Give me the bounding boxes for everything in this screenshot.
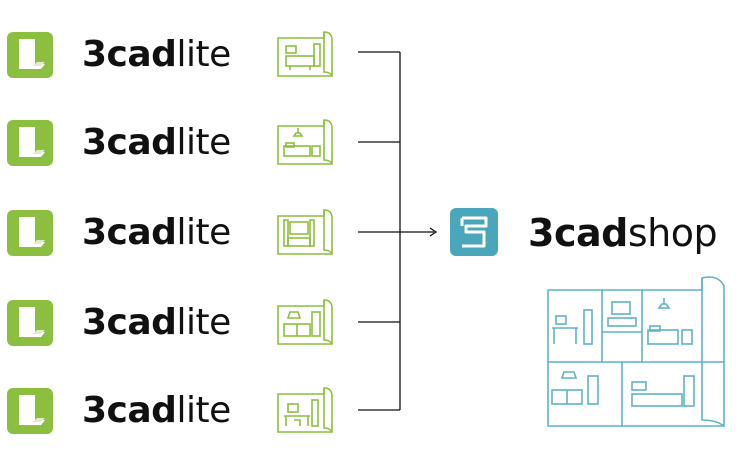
3cad-lite-app-icon <box>7 388 53 434</box>
3cad-lite-app-icon <box>7 32 53 78</box>
floor-plan-icon <box>277 299 333 345</box>
source-row: 3cadlite <box>0 298 340 354</box>
floor-plan-icon <box>277 209 333 255</box>
floor-plan-icon <box>277 119 333 165</box>
3cad-lite-logo: 3cadlite <box>82 34 231 75</box>
3cad-shop-logo: 3cadshop <box>528 211 718 255</box>
arrow-right-icon <box>429 227 438 237</box>
3cad-lite-app-icon <box>7 300 53 346</box>
3cad-lite-logo: 3cadlite <box>82 390 231 431</box>
source-row: 3cadlite <box>0 30 340 86</box>
3cad-lite-app-icon <box>7 120 53 166</box>
3cad-lite-logo: 3cadlite <box>82 212 231 253</box>
source-row: 3cadlite <box>0 118 340 174</box>
3cad-lite-logo: 3cadlite <box>82 122 231 163</box>
3cad-lite-app-icon <box>7 210 53 256</box>
floor-plan-icon <box>277 31 333 77</box>
source-row: 3cadlite <box>0 208 340 264</box>
combined-floor-plan <box>547 276 725 427</box>
3cad-lite-logo: 3cadlite <box>82 302 231 343</box>
floor-plan-icon <box>277 387 333 433</box>
3cad-shop-app-icon <box>450 208 498 256</box>
source-row: 3cadlite <box>0 386 340 442</box>
